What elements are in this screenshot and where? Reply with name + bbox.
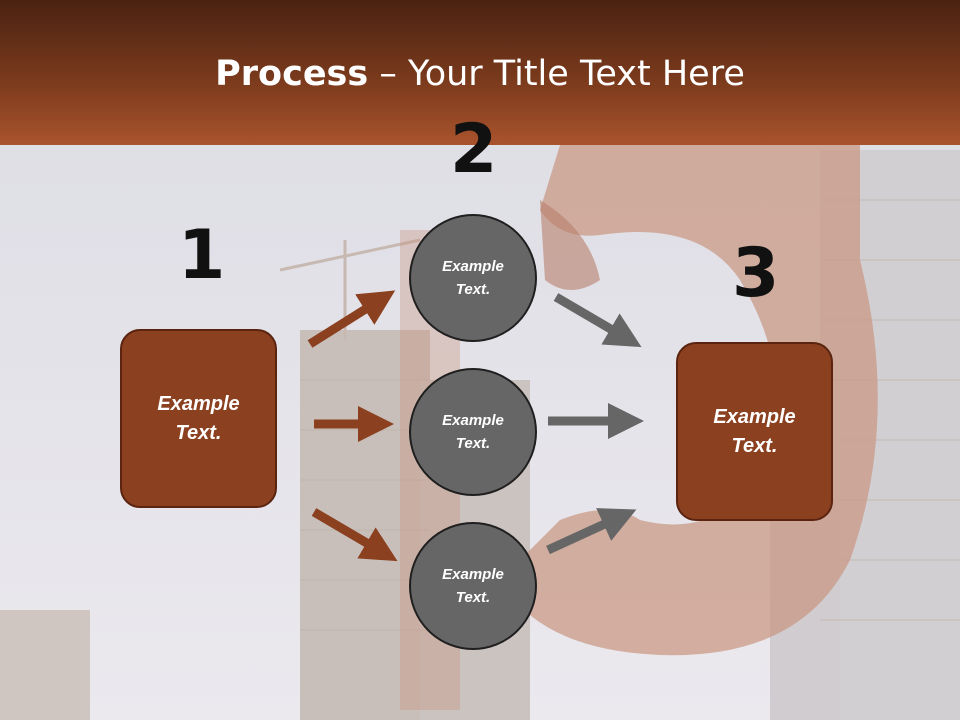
step-number-3: 3 [732, 234, 780, 313]
circle-bottom: Example Text. [409, 522, 537, 650]
slide-title: Process – Your Title Text Here [0, 54, 960, 94]
circle-top: Example Text. [409, 214, 537, 342]
title-bold: Process [215, 54, 369, 94]
step-number-1: 1 [178, 216, 226, 295]
circle-middle: Example Text. [409, 368, 537, 496]
title-rest: – Your Title Text Here [368, 54, 745, 94]
step-number-2: 2 [450, 110, 498, 189]
title-bar [0, 0, 960, 145]
box-left: Example Text. [120, 329, 277, 508]
box-right: Example Text. [676, 342, 833, 521]
